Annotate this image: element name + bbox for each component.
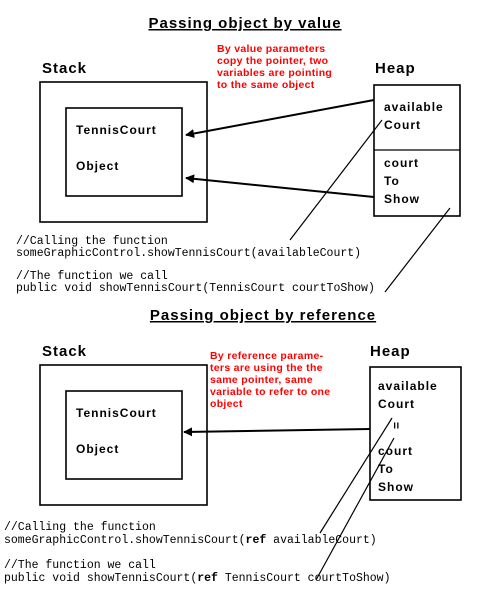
value-stack-box bbox=[39, 81, 208, 223]
value-heap-var-label: Show bbox=[384, 192, 420, 206]
reference-object-box bbox=[65, 390, 183, 480]
reference-code-comment: //The function we call bbox=[4, 559, 156, 572]
value-code-comment: //Calling the function bbox=[16, 235, 168, 248]
reference-code-sig-text: TennisCourt courtToShow) bbox=[218, 572, 391, 585]
value-note: By value parameters copy the pointer, tw… bbox=[217, 43, 335, 91]
value-heap-label: Heap bbox=[375, 60, 416, 77]
reference-code-call-text: someGraphicControl.showTennisCourt( bbox=[4, 534, 246, 547]
value-pointer-arrow bbox=[185, 174, 375, 198]
value-object-label: Object bbox=[76, 159, 119, 173]
value-section: Passing object by value Stack Heap By va… bbox=[16, 15, 461, 295]
value-heap-var-label: Court bbox=[384, 118, 421, 132]
value-code-comment: //The function we call bbox=[16, 270, 168, 283]
reference-stack-box bbox=[39, 364, 208, 506]
reference-stack-label: Stack bbox=[42, 343, 87, 360]
value-connector-line bbox=[289, 119, 383, 241]
reference-note-line: object bbox=[210, 398, 243, 410]
reference-note: By reference parame- ters are using the … bbox=[210, 350, 334, 410]
value-note-line: to the same object bbox=[217, 79, 315, 91]
reference-heap-var-label: Court bbox=[378, 397, 415, 411]
reference-note-line: variable to refer to one bbox=[210, 386, 330, 398]
reference-connector-line bbox=[315, 437, 395, 581]
reference-title: Passing object by reference bbox=[150, 307, 376, 324]
reference-code-comment: //Calling the function bbox=[4, 521, 156, 534]
reference-code-signature: public void showTennisCourt(ref TennisCo… bbox=[4, 572, 390, 585]
value-heap-var-label: available bbox=[384, 100, 444, 114]
reference-code-sig-text: public void showTennisCourt( bbox=[4, 572, 197, 585]
reference-heap-var-label: To bbox=[378, 462, 394, 476]
reference-heap-var-label: Show bbox=[378, 480, 414, 494]
value-note-line: variables are pointing bbox=[217, 67, 332, 79]
value-heap-var-label: To bbox=[384, 174, 400, 188]
value-stack-label: Stack bbox=[42, 60, 87, 77]
value-pointer-arrow bbox=[185, 99, 375, 138]
value-note-line: copy the pointer, two bbox=[217, 55, 328, 67]
reference-section: Passing object by reference Stack Heap B… bbox=[4, 307, 462, 585]
value-object-box bbox=[65, 107, 183, 197]
reference-code-ref-keyword: ref bbox=[246, 534, 267, 547]
reference-pointer-arrow bbox=[183, 427, 371, 437]
reference-code-ref-keyword: ref bbox=[197, 572, 218, 585]
reference-note-line: By reference parame- bbox=[210, 350, 324, 362]
value-title: Passing object by value bbox=[148, 15, 341, 32]
reference-code-call-text: availableCourt) bbox=[266, 534, 376, 547]
reference-heap-var-label: court bbox=[378, 444, 413, 458]
reference-heap-box bbox=[369, 366, 462, 501]
reference-heap-var-label: available bbox=[378, 379, 438, 393]
reference-object-label: TennisCourt bbox=[76, 406, 157, 420]
value-code-signature: public void showTennisCourt(TennisCourt … bbox=[16, 282, 375, 295]
reference-note-line: ters are using the the bbox=[210, 362, 323, 374]
reference-code-call: someGraphicControl.showTennisCourt(ref a… bbox=[4, 534, 377, 547]
value-heap-var-label: court bbox=[384, 156, 419, 170]
value-object-label: TennisCourt bbox=[76, 123, 157, 137]
value-connector-line bbox=[384, 207, 451, 293]
reference-object-label: Object bbox=[76, 442, 119, 456]
value-code-call: someGraphicControl.showTennisCourt(avail… bbox=[16, 247, 361, 260]
reference-heap-label: Heap bbox=[370, 343, 411, 360]
value-note-line: By value parameters bbox=[217, 43, 325, 55]
reference-note-line: same pointer, same bbox=[210, 374, 313, 386]
reference-connector-line bbox=[319, 417, 393, 534]
reference-heap-equals: = bbox=[389, 422, 403, 430]
